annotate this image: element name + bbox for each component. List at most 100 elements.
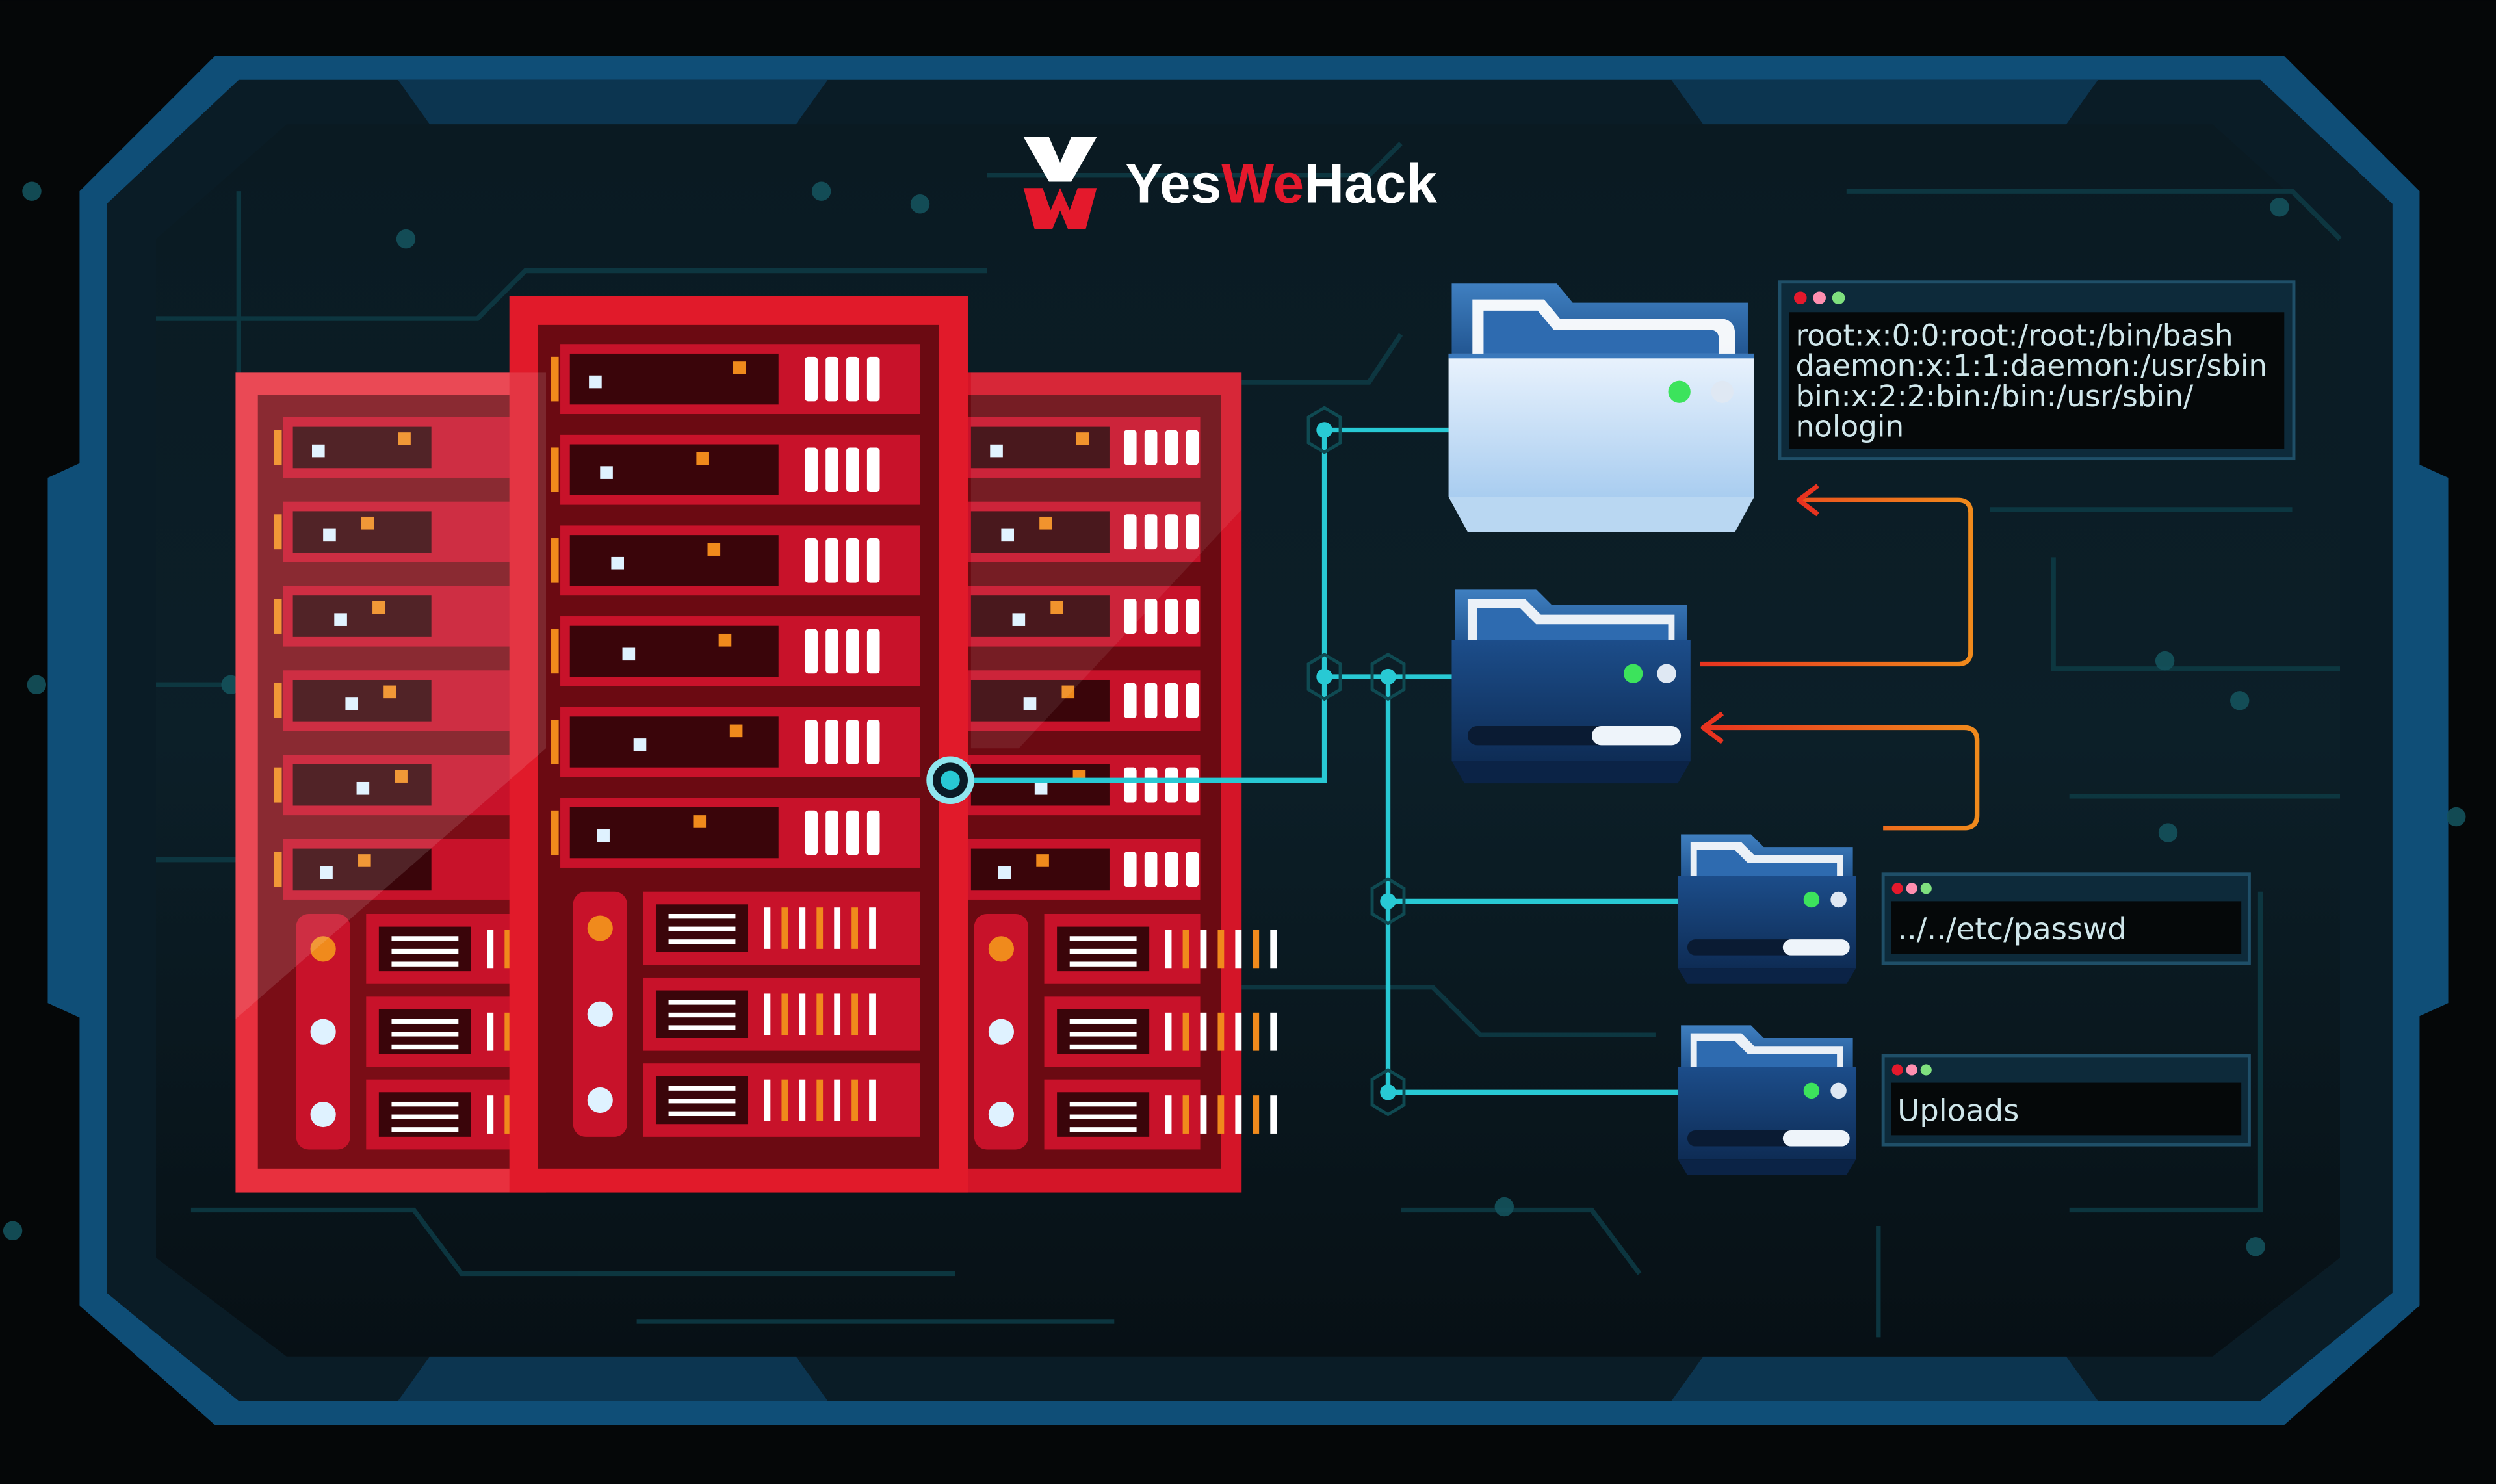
vent-bar xyxy=(866,720,880,764)
vent-bar xyxy=(816,907,824,949)
led-indicator xyxy=(320,866,333,879)
yeswehack-logo-icon xyxy=(1023,137,1097,229)
led-indicator xyxy=(384,685,396,699)
vent-bar xyxy=(816,993,824,1035)
uploads-text: Uploads xyxy=(1897,1093,2019,1128)
vent-bar xyxy=(504,930,512,969)
vent-bar xyxy=(1144,514,1158,550)
led-indicator xyxy=(358,854,371,867)
vent-bar xyxy=(1186,514,1199,550)
vent-bar xyxy=(816,1079,824,1121)
vent-bar xyxy=(1123,683,1137,718)
drive-bay xyxy=(1044,996,1277,1067)
brand-name-we: We xyxy=(1221,152,1304,215)
vent-bar xyxy=(866,629,880,674)
vent-bar xyxy=(1186,767,1199,803)
vent-bar xyxy=(1144,767,1158,803)
power-led-icon xyxy=(988,936,1014,962)
vent-bar xyxy=(781,993,788,1035)
vent-bar xyxy=(1182,930,1190,969)
vent-bar xyxy=(1270,1095,1277,1134)
vent-bar xyxy=(834,1079,841,1121)
vent-bar xyxy=(1165,599,1178,634)
window-controls xyxy=(1794,291,1845,305)
led-indicator xyxy=(600,466,613,479)
vent-bar xyxy=(869,1079,876,1121)
brand-name-yes: Yes xyxy=(1125,152,1221,215)
vent-bar xyxy=(1200,1012,1207,1051)
vent-bar xyxy=(1165,683,1178,718)
server-unit xyxy=(952,755,1201,816)
vent-bar xyxy=(764,907,771,949)
led-indicator xyxy=(597,829,610,842)
vent-bar xyxy=(846,810,859,855)
led-indicator xyxy=(990,444,1003,458)
vent-bar xyxy=(826,538,838,583)
drive-bay xyxy=(1044,1079,1277,1150)
handle-icon xyxy=(274,514,282,550)
handle-icon xyxy=(274,430,282,465)
led-indicator xyxy=(611,556,624,570)
power-led-icon xyxy=(988,1019,1014,1045)
led-indicator xyxy=(1036,854,1049,867)
server-unit xyxy=(551,434,920,505)
vent-bar xyxy=(846,447,859,493)
handle-icon xyxy=(274,852,282,887)
vent-bar xyxy=(1200,930,1207,969)
power-led-icon xyxy=(310,1019,336,1045)
brand-name-hack: Hack xyxy=(1304,152,1437,215)
vent-bar xyxy=(799,907,806,949)
vent-bar xyxy=(846,720,859,764)
vent-bar xyxy=(487,1095,494,1134)
terminal-uploads-input: Uploads xyxy=(1881,1054,2251,1147)
server-unit xyxy=(274,670,523,731)
power-led-icon xyxy=(587,1001,613,1027)
vent-bar xyxy=(834,993,841,1035)
power-led-icon xyxy=(310,1101,336,1128)
server-unit xyxy=(551,798,920,868)
vent-bar xyxy=(866,447,880,493)
server-rack-center xyxy=(509,296,968,1193)
server-unit xyxy=(274,755,523,816)
handle-icon xyxy=(274,767,282,803)
yeswehack-logo: YesWeHack xyxy=(1023,137,1437,229)
vent-bar xyxy=(1182,1095,1190,1134)
vent-bar xyxy=(1165,430,1178,465)
vent-bar xyxy=(866,810,880,855)
vent-bar xyxy=(866,538,880,583)
handle-icon xyxy=(551,810,559,855)
vent-bar xyxy=(834,907,841,949)
led-indicator xyxy=(589,375,602,389)
handle-icon xyxy=(274,599,282,634)
drive-bay xyxy=(1044,913,1277,984)
vent-bar xyxy=(1270,1012,1277,1051)
led-indicator xyxy=(718,633,732,647)
led-indicator xyxy=(1039,516,1052,530)
server-unit xyxy=(952,839,1201,900)
vent-bar xyxy=(846,538,859,583)
connector-lines xyxy=(950,427,1680,1095)
vent-bar xyxy=(852,993,858,1035)
server-unit xyxy=(551,616,920,686)
vent-bar xyxy=(1144,430,1158,465)
circuit-nodes xyxy=(3,181,2466,1256)
passwd-line: bin:x:2:2:bin:/bin:/usr/sbin/ xyxy=(1795,379,2194,413)
vent-bar xyxy=(869,907,876,949)
vent-bar xyxy=(805,810,818,855)
vent-bar xyxy=(1123,514,1137,550)
vent-bar xyxy=(764,993,771,1035)
handle-icon xyxy=(274,683,282,718)
drive-bay xyxy=(366,1079,599,1150)
server-unit xyxy=(274,839,523,900)
handle-icon xyxy=(551,538,559,583)
vent-bar xyxy=(805,356,818,402)
power-led-icon xyxy=(587,1087,613,1113)
folder-drive-passwd-icon xyxy=(1678,834,1856,984)
vent-bar xyxy=(487,1012,494,1051)
vent-bar xyxy=(1144,599,1158,634)
server-unit xyxy=(274,501,523,562)
glass-reflection xyxy=(970,372,1242,749)
vent-bar xyxy=(805,720,818,764)
window-controls xyxy=(1892,883,1932,894)
server-unit xyxy=(952,417,1201,478)
